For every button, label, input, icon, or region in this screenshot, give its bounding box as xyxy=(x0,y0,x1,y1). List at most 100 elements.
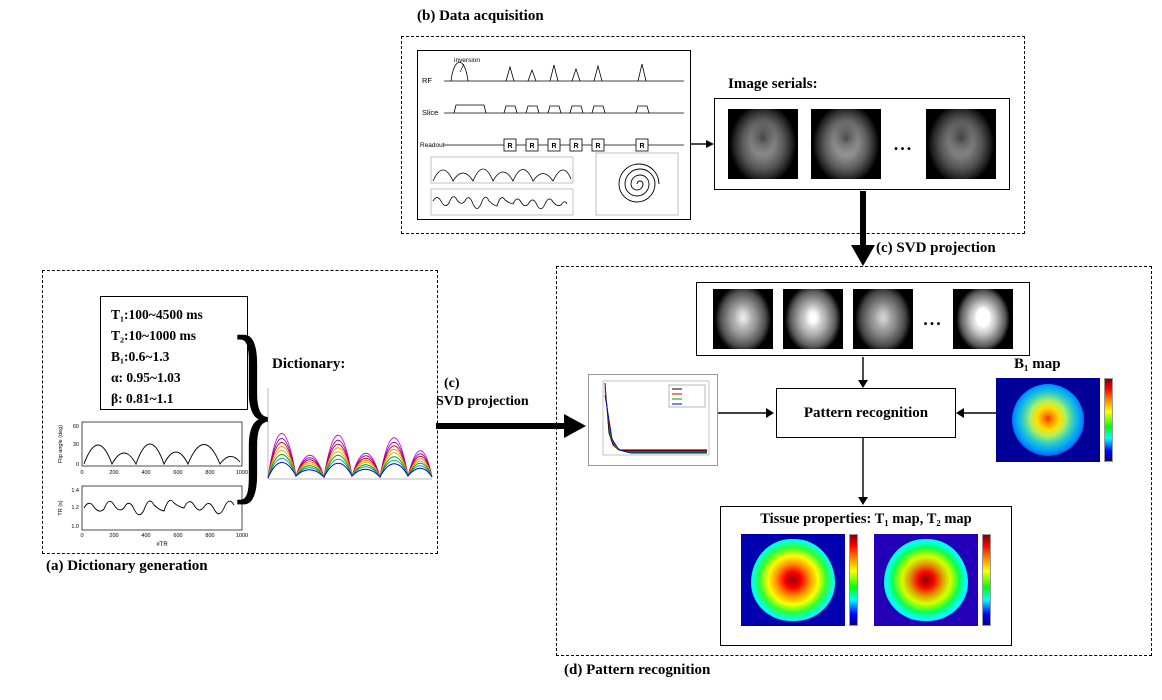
xtick: 0 xyxy=(80,470,83,476)
dictionary-label: Dictionary: xyxy=(272,356,346,372)
ytick: 1.4 xyxy=(71,488,79,494)
panel-a-label: (a) Dictionary generation xyxy=(46,558,208,574)
b1-map-label: B₁ map xyxy=(1014,356,1061,372)
projected-mri-image xyxy=(952,289,1013,349)
readout-label: Readout xyxy=(420,142,445,149)
panel-b-label: (b) Data acquisition xyxy=(417,8,544,24)
svd-right-label-c: (c) xyxy=(444,376,460,391)
slice-label: Slice xyxy=(422,108,438,117)
b1-map xyxy=(996,378,1113,462)
ytick: 30 xyxy=(73,442,79,448)
tr-plot xyxy=(81,485,243,531)
param-alpha-range: α: 0.95~1.03 xyxy=(111,369,181,385)
ytick: 1.0 xyxy=(71,524,79,530)
kspace-spiral-plot xyxy=(595,152,679,216)
ellipsis-text: ... xyxy=(893,133,914,154)
param-b1-range: B₁:0.6~1.3 xyxy=(111,348,170,364)
ellipsis-text: ... xyxy=(923,308,943,329)
readout-markers: R R R R R R xyxy=(503,138,649,152)
t1-colorbar xyxy=(849,534,858,626)
mri-image xyxy=(810,109,881,179)
curly-brace: } xyxy=(228,295,278,522)
t1-map xyxy=(741,534,858,626)
xtick: 600 xyxy=(173,470,182,476)
arrow-plot-to-pattern xyxy=(718,408,774,418)
sequence-parameter-plots: 60 30 0 0 200 400 600 800 1000 Flip angl… xyxy=(58,421,248,548)
xtick: 1000 xyxy=(236,533,248,539)
arrow-svd-right xyxy=(436,414,586,438)
image-serials-title: Image serials: xyxy=(728,76,818,92)
pattern-recognition-box: Pattern recognition xyxy=(776,388,956,438)
readout-r-label: R xyxy=(639,143,644,150)
dictionary-curves-plot xyxy=(267,388,433,480)
tissue-properties-box: Tissue properties: T₁ map, T₂ map xyxy=(720,506,1012,646)
pattern-recognition-label: Pattern recognition xyxy=(803,404,929,421)
projected-mri-image xyxy=(783,289,844,349)
arrow-images-to-pattern xyxy=(858,357,868,388)
projected-mri-image xyxy=(713,289,774,349)
xtick: 1000 xyxy=(236,470,248,476)
flip-angle-plot xyxy=(81,421,243,467)
xtick: 600 xyxy=(173,533,182,539)
flip-angle-ylabel: Flip angle (deg) xyxy=(58,425,64,463)
arrow-svd-down xyxy=(851,191,875,266)
readout-r-label: R xyxy=(595,143,600,150)
tr-xlabel: #TR xyxy=(156,542,168,548)
panel-d-box xyxy=(556,266,1152,656)
mri-image xyxy=(926,109,997,179)
tr-mini-plot xyxy=(430,188,574,216)
xtick: 200 xyxy=(109,470,118,476)
dictionary-parameters-box: T₁:100~4500 ms T₂:10~1000 ms B₁:0.6~1.3 … xyxy=(100,296,248,410)
b1-map-circle xyxy=(1012,384,1084,456)
mri-image xyxy=(727,109,798,179)
projected-images-box: ... xyxy=(696,282,1030,356)
dictionary-curves xyxy=(267,433,433,479)
tr-ylabel: TR (s) xyxy=(58,500,64,515)
xtick: 800 xyxy=(205,470,214,476)
plot-legend xyxy=(668,384,706,408)
singular-value-curves xyxy=(604,382,707,454)
flip-angle-xticks: 0 200 400 600 800 1000 xyxy=(80,470,248,476)
b1-colorbar xyxy=(1104,378,1113,462)
inversion-label: inversion xyxy=(454,57,480,64)
ytick: 1.2 xyxy=(71,505,79,511)
arrow-b1-to-pattern xyxy=(956,408,996,418)
ytick: 0 xyxy=(76,462,79,468)
projected-mri-image xyxy=(853,289,914,349)
param-t2-range: T₂:10~1000 ms xyxy=(111,327,196,343)
tr-xticks: 0 200 400 600 800 1000 xyxy=(80,533,248,539)
rf-label: RF xyxy=(422,76,432,85)
ytick: 60 xyxy=(73,424,79,430)
readout-r-label: R xyxy=(573,143,578,150)
t2-map xyxy=(874,534,991,626)
xtick: 800 xyxy=(205,533,214,539)
param-beta-range: β: 0.81~1.1 xyxy=(111,390,174,406)
readout-r-label: R xyxy=(551,143,556,150)
svd-right-label-text: SVD projection xyxy=(436,394,529,409)
panel-a-box xyxy=(42,270,438,554)
arrow-pattern-to-tissue xyxy=(858,438,868,505)
flip-angle-yticks: 60 30 0 xyxy=(73,424,79,468)
t2-colorbar xyxy=(982,534,991,626)
arrow-pulse-to-serials xyxy=(690,140,714,148)
b1-map-image xyxy=(996,378,1100,462)
readout-r-label: R xyxy=(507,143,512,150)
panel-b-box xyxy=(401,36,1025,234)
t1-map-image xyxy=(741,534,845,626)
singular-value-plot xyxy=(588,374,718,466)
xtick: 400 xyxy=(141,470,150,476)
xtick: 400 xyxy=(141,533,150,539)
flip-angle-mini-plot xyxy=(430,156,574,184)
xtick: 200 xyxy=(109,533,118,539)
svd-projection-down-label: (c) SVD projection xyxy=(876,240,996,256)
pulse-waveforms xyxy=(444,61,684,146)
readout-r-label: R xyxy=(529,143,534,150)
pulse-sequence-panel: R R R R R R RF Slice Readout inversion xyxy=(417,50,691,220)
t2-map-image xyxy=(874,534,978,626)
xtick: 0 xyxy=(80,533,83,539)
param-t1-range: T₁:100~4500 ms xyxy=(111,307,203,322)
pulse-row-labels: RF Slice Readout inversion xyxy=(420,57,480,149)
image-serials-box: ... xyxy=(714,98,1010,190)
panel-d-label: (d) Pattern recognition xyxy=(564,662,711,678)
